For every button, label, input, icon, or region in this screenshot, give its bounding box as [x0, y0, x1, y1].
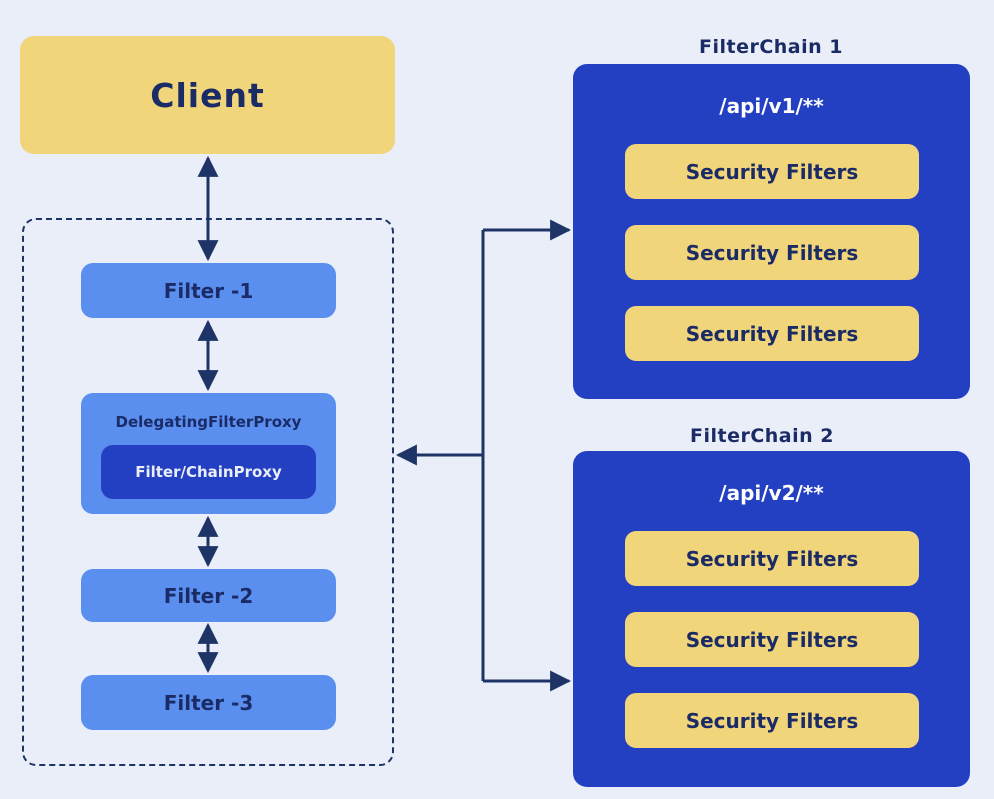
filter-1-box: Filter -1: [81, 263, 336, 318]
client-label: Client: [150, 75, 265, 115]
filter-2-box: Filter -2: [81, 569, 336, 622]
delegating-filter-proxy-label: DelegatingFilterProxy: [115, 413, 302, 431]
security-filters-box: Security Filters: [625, 531, 919, 586]
security-filters-label: Security Filters: [685, 546, 859, 571]
filter-chain-1-title: FilterChain 1: [698, 36, 843, 58]
security-filters-label: Security Filters: [685, 159, 859, 184]
delegating-filter-proxy-box: DelegatingFilterProxy Filter/ChainProxy: [81, 393, 336, 514]
security-filters-box: Security Filters: [625, 612, 919, 667]
filter-chain-1-box: /api/v1/** Security Filters Security Fil…: [573, 64, 970, 399]
security-filters-box: Security Filters: [625, 693, 919, 748]
filter-3-label: Filter -3: [163, 690, 254, 715]
filter-chain-proxy-box: Filter/ChainProxy: [101, 445, 316, 499]
security-filters-label: Security Filters: [685, 708, 859, 733]
filter-chain-2-title: FilterChain 2: [689, 425, 834, 447]
filter-3-box: Filter -3: [81, 675, 336, 730]
filter-chain-1-path: /api/v1/**: [719, 94, 824, 118]
filter-chain-2-path: /api/v2/**: [719, 481, 824, 505]
security-filters-label: Security Filters: [685, 627, 859, 652]
client-box: Client: [20, 36, 395, 154]
security-filters-label: Security Filters: [685, 240, 859, 265]
security-filters-box: Security Filters: [625, 225, 919, 280]
filter-2-label: Filter -2: [163, 583, 254, 608]
filter-chain-proxy-label: Filter/ChainProxy: [135, 463, 282, 481]
security-filters-label: Security Filters: [685, 321, 859, 346]
security-filters-box: Security Filters: [625, 144, 919, 199]
filter-chain-2-box: /api/v2/** Security Filters Security Fil…: [573, 451, 970, 787]
filter-1-label: Filter -1: [163, 278, 254, 303]
security-filters-box: Security Filters: [625, 306, 919, 361]
